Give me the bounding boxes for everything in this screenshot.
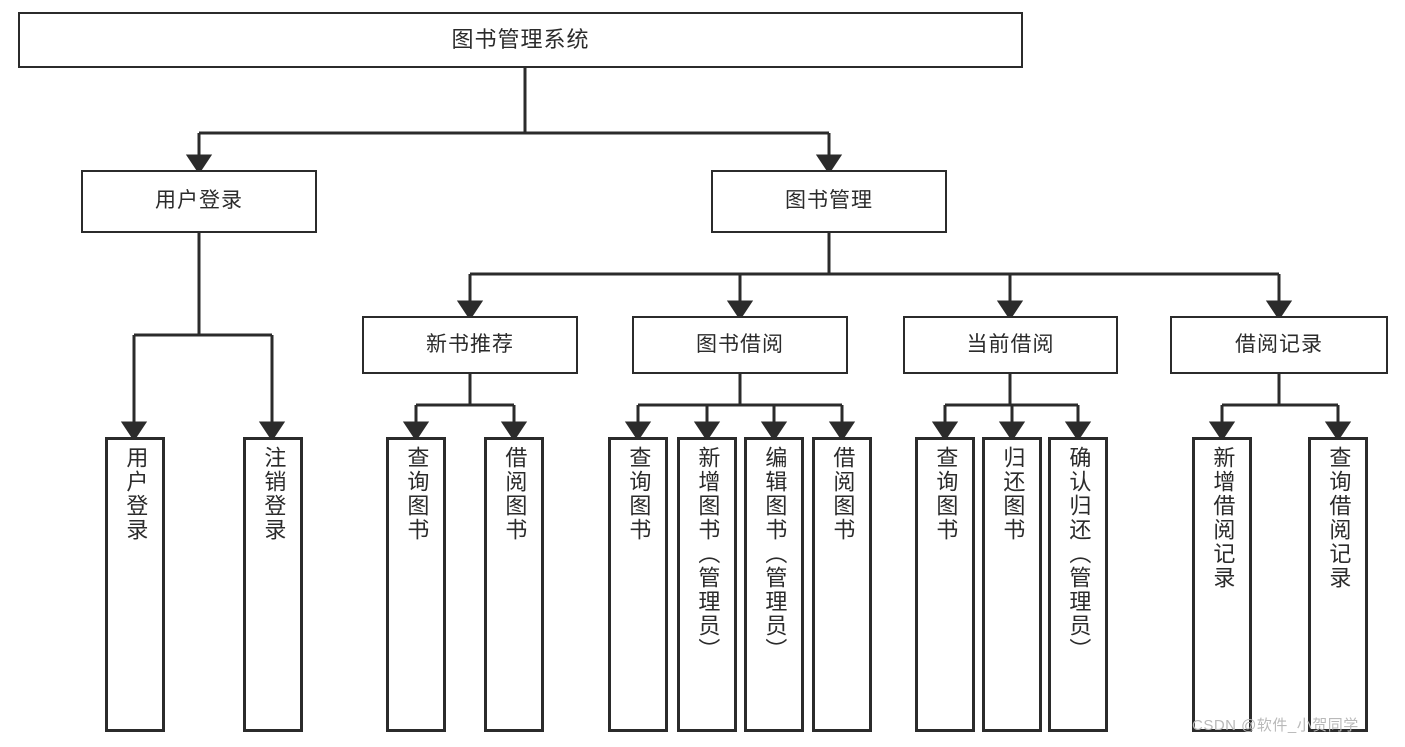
node-user-login-label: 用户登录 [155,189,243,213]
leaf-query-book-recommend-label: 查询图书 [404,446,430,542]
leaf-query-borrow-record-label: 查询借阅记录 [1326,446,1352,590]
leaf-add-book-admin-label: 新增图书（管理员） [695,446,721,662]
leaf-edit-book-admin[interactable]: 编辑图书（管理员） [744,437,804,732]
leaf-borrow-book-recommend[interactable]: 借阅图书 [484,437,544,732]
node-book-management-label: 图书管理 [785,189,873,213]
leaf-user-login[interactable]: 用户登录 [105,437,165,732]
leaf-add-book-admin[interactable]: 新增图书（管理员） [677,437,737,732]
leaf-return-book-label: 归还图书 [1000,446,1026,542]
leaf-confirm-return-admin-label: 确认归还（管理员） [1066,446,1092,662]
leaf-return-book[interactable]: 归还图书 [982,437,1042,732]
leaf-query-book-borrow-label: 查询图书 [626,446,652,542]
leaf-logout[interactable]: 注销登录 [243,437,303,732]
node-root[interactable]: 图书管理系统 [18,12,1023,68]
leaf-query-book-borrow[interactable]: 查询图书 [608,437,668,732]
node-book-borrow-label: 图书借阅 [696,332,784,356]
node-user-login[interactable]: 用户登录 [81,170,317,233]
node-borrow-record-label: 借阅记录 [1235,332,1323,356]
node-book-borrow[interactable]: 图书借阅 [632,316,848,374]
leaf-add-borrow-record-label: 新增借阅记录 [1210,446,1236,590]
leaf-query-book-recommend[interactable]: 查询图书 [386,437,446,732]
leaf-add-borrow-record[interactable]: 新增借阅记录 [1192,437,1252,732]
leaf-borrow-book-recommend-label: 借阅图书 [502,446,528,542]
node-book-management[interactable]: 图书管理 [711,170,947,233]
node-current-borrow-label: 当前借阅 [966,332,1055,356]
node-root-label: 图书管理系统 [451,27,590,53]
leaf-confirm-return-admin[interactable]: 确认归还（管理员） [1048,437,1108,732]
leaf-borrow-book-label: 借阅图书 [830,446,856,542]
leaf-query-book-current[interactable]: 查询图书 [915,437,975,732]
node-current-borrow[interactable]: 当前借阅 [903,316,1118,374]
leaf-query-book-current-label: 查询图书 [933,446,959,542]
node-new-book-recommend-label: 新书推荐 [426,332,514,356]
leaf-borrow-book[interactable]: 借阅图书 [812,437,872,732]
node-borrow-record[interactable]: 借阅记录 [1170,316,1388,374]
leaf-user-login-label: 用户登录 [123,446,149,542]
leaf-edit-book-admin-label: 编辑图书（管理员） [762,446,788,662]
node-new-book-recommend[interactable]: 新书推荐 [362,316,578,374]
watermark: CSDN @软件_小贺同学 [1192,717,1359,734]
leaf-query-borrow-record[interactable]: 查询借阅记录 [1308,437,1368,732]
leaf-logout-label: 注销登录 [261,446,287,542]
